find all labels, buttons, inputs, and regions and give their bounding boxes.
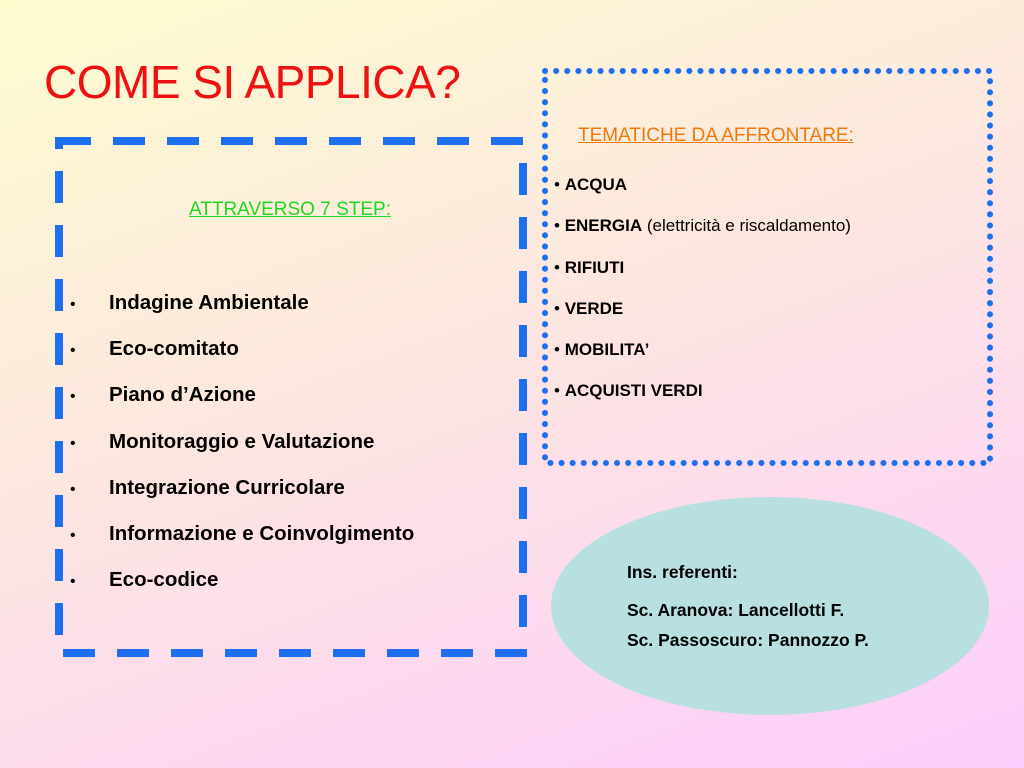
bullet-icon: • [554, 381, 565, 401]
bullet-icon: • [554, 340, 565, 360]
list-item: •Indagine Ambientale [70, 280, 414, 326]
referents-block: Ins. referenti: Sc. Aranova: Lancellotti… [627, 562, 869, 655]
bullet-icon: • [70, 342, 76, 360]
topics-dotted-frame [540, 66, 995, 468]
referent-line: Sc. Aranova: Lancellotti F. [627, 600, 845, 620]
slide-title: COME SI APPLICA? [44, 56, 461, 108]
bullet-icon: • [70, 480, 76, 498]
bullet-icon: • [70, 526, 76, 544]
bullet-icon: • [554, 216, 565, 236]
bullet-icon: • [554, 175, 565, 194]
referents-oval [551, 497, 989, 715]
list-item: •Eco-comitato [70, 326, 414, 372]
list-item: •Monitoraggio e Valutazione [70, 419, 414, 465]
list-item: •Piano d’Azione [70, 372, 414, 418]
topics-heading: TEMATICHE DA AFFRONTARE: [578, 125, 854, 146]
list-item: • RIFIUTI [554, 257, 625, 277]
topics-list: • ACQUA • ENERGIA (elettricità e riscald… [554, 164, 851, 412]
list-item: •Eco-codice [70, 557, 414, 603]
referents-title: Ins. referenti: [627, 562, 738, 582]
list-item: •Integrazione Curricolare [70, 465, 414, 511]
bullet-icon: • [70, 296, 76, 313]
referent-line: Sc. Passoscuro: Pannozzo P. [627, 630, 869, 650]
steps-list: •Indagine Ambientale •Eco-comitato •Pian… [70, 280, 414, 603]
bullet-icon: • [70, 388, 76, 406]
bullet-icon: • [554, 257, 565, 277]
list-item: • ACQUA [554, 175, 628, 194]
list-item: • MOBILITA’ [554, 340, 650, 360]
list-item: •Informazione e Coinvolgimento [70, 511, 414, 557]
bullet-icon: • [70, 434, 76, 452]
steps-heading: ATTRAVERSO 7 STEP: [188, 199, 391, 220]
list-item: • ACQUISTI VERDI [554, 381, 703, 401]
bullet-icon: • [70, 573, 76, 591]
list-item: • ENERGIA (elettricità e riscaldamento) [554, 216, 851, 236]
steps-dashed-frame [54, 136, 528, 658]
list-item: • VERDE [554, 298, 624, 318]
bullet-icon: • [554, 298, 565, 318]
